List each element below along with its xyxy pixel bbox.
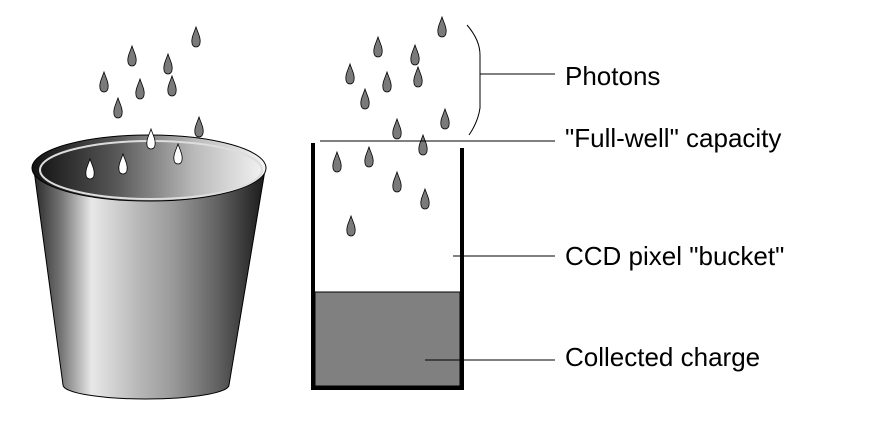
bottom-wall [311, 386, 464, 390]
photon-drop-icon [163, 53, 173, 75]
right-wall [460, 148, 464, 390]
photon-drop-icon [418, 134, 428, 156]
leader-lines [320, 24, 555, 361]
label-full-well: "Full-well" capacity [565, 123, 782, 153]
photon-drop-icon [167, 75, 177, 97]
photon-drop-icon [364, 146, 374, 168]
photon-drop-icon [127, 45, 137, 67]
photon-drop-icon [346, 215, 356, 237]
photon-drop-icon [146, 128, 156, 150]
photon-drop-icon [373, 36, 383, 58]
photon-drop-icon [382, 71, 392, 93]
photon-drop-icon [194, 116, 204, 138]
photon-drop-icon [332, 151, 342, 173]
ccd-pixel-bucket [311, 143, 464, 390]
photon-drop-icon [410, 44, 420, 66]
photon-drop-icon [191, 26, 201, 48]
photon-drop-icon [420, 188, 430, 210]
left-wall [311, 143, 315, 390]
photon-drop-icon [360, 88, 370, 110]
label-ccd-bucket: CCD pixel "bucket" [565, 241, 785, 271]
photon-drop-icon [135, 78, 145, 100]
photon-drop-icon [437, 16, 447, 38]
metal-bucket [31, 134, 267, 400]
label-collected-charge: Collected charge [565, 342, 761, 372]
collected-charge-fill [314, 291, 461, 387]
photon-drop-icon [345, 63, 355, 85]
photon-drop-icon [440, 108, 450, 130]
photons-bracket [466, 24, 481, 136]
photon-drop-icon [392, 118, 402, 140]
photon-drop-icon [113, 97, 123, 119]
photon-drop-icon [99, 71, 109, 93]
photon-drop-icon [413, 66, 423, 88]
label-photons: Photons [565, 61, 661, 91]
photon-drop-icon [392, 171, 402, 193]
